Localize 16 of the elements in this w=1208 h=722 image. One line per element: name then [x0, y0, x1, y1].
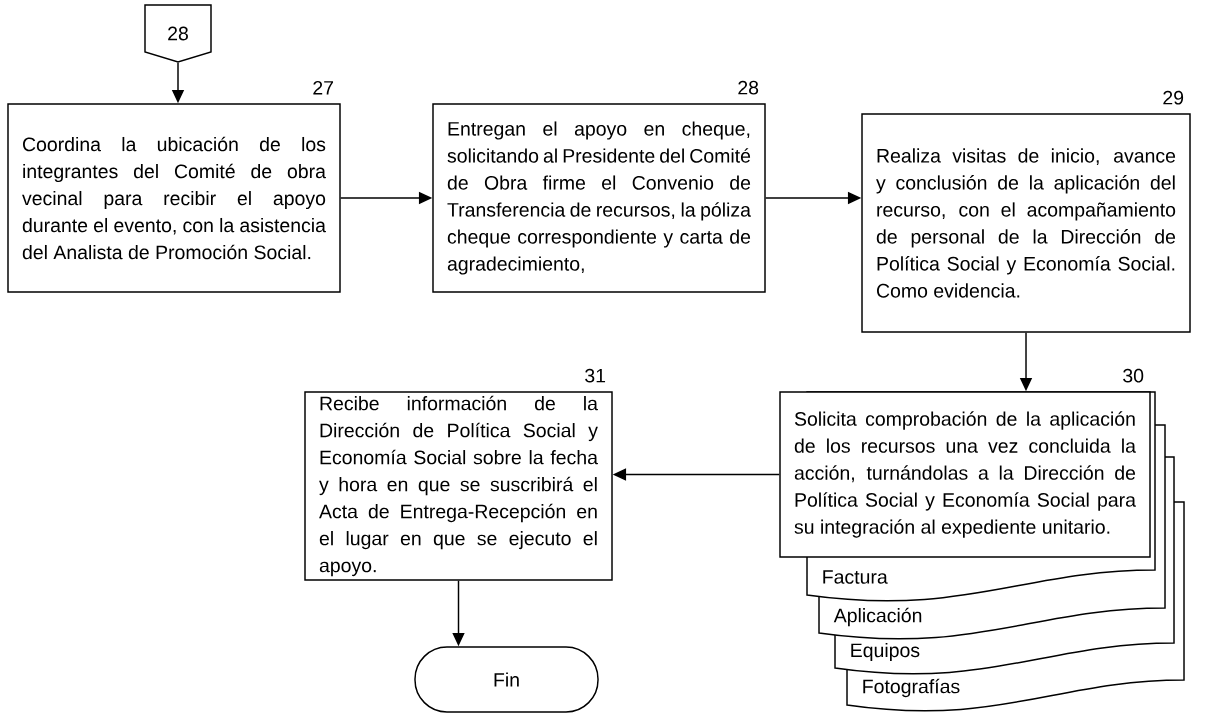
terminator: Fin	[414, 646, 599, 713]
document-label: Factura	[823, 570, 888, 584]
process-box: Coordina la ubicación de los integrantes del Comité de obra vecinal para recibir el apoyo durante el evento, con la asistencia del Analista de Promoción Social.	[7, 103, 341, 293]
document-label: Fotografías	[863, 678, 960, 698]
document-label: Equipos	[851, 642, 920, 662]
step-number: 28	[738, 80, 759, 95]
step-number: 29	[1163, 90, 1184, 105]
step-number: 27	[313, 80, 333, 95]
off-page-connector: 28	[144, 4, 212, 63]
process-box: Recibe información de la Dirección de Política Social y Economía Social sobre la fecha y hora en que se suscribirá el Acta de Entrega-Recepción en el lugar en que se ejecuto el apoyo.	[304, 391, 613, 581]
process-box: Entregan el apoyo en cheque, solicitando al Presidente del Comité de Obra firme el Convenio de Transferencia de recursos, la póliza cheque correspondiente y carta de agradecimiento,	[432, 103, 766, 293]
process-box: Realiza visitas de inicio, avance y conclusión de la aplicación del recurso, con el acompañamiento de personal de la Dirección de Política Social y Economía Social. Como evidencia.	[861, 113, 1191, 333]
process-box: Solicita comprobación de la aplicación de los recursos una vez concluida la acción, turnándolas a la Dirección de Política Social y Economía Social para su integración al expediente unitario.	[779, 391, 1151, 558]
step-number: 31	[585, 368, 606, 383]
document-label: Aplicación	[833, 607, 922, 627]
step-number: 30	[1123, 368, 1144, 383]
